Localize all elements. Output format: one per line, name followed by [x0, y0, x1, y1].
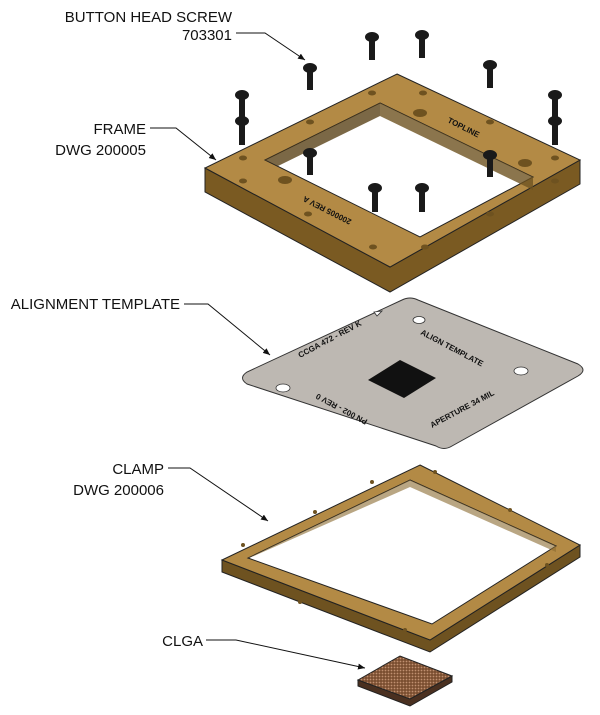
screw-icon	[303, 63, 317, 90]
alignment-template-part: CCGA 472 - REV K ALIGN TEMPLATE APERTURE…	[242, 297, 584, 449]
clamp-part-number: DWG 200006	[73, 482, 164, 499]
frame-part-number: DWG 200005	[55, 142, 146, 159]
screw-icon	[365, 32, 379, 60]
screw-icon	[415, 183, 429, 212]
screw-part-number: 703301	[182, 27, 232, 44]
screw-icon	[415, 30, 429, 58]
button-head-screws	[235, 30, 562, 212]
frame-part: TOPLINE 200005 REV A	[203, 73, 582, 293]
leader-lines	[150, 32, 366, 670]
clga-part	[356, 655, 454, 707]
screw-icon	[483, 60, 497, 88]
screw-icon	[548, 116, 562, 145]
frame-label: FRAME	[94, 121, 147, 138]
screw-icon	[235, 90, 249, 117]
screw-icon	[368, 183, 382, 212]
screw-icon	[548, 90, 562, 117]
clga-label: CLGA	[162, 633, 203, 650]
template-label: ALIGNMENT TEMPLATE	[11, 296, 180, 313]
clamp-label: CLAMP	[112, 461, 164, 478]
screw-icon	[235, 116, 249, 145]
screw-icon	[483, 150, 497, 177]
clamp-part	[220, 464, 582, 653]
screw-label: BUTTON HEAD SCREW	[65, 9, 233, 26]
screw-icon	[303, 148, 317, 175]
